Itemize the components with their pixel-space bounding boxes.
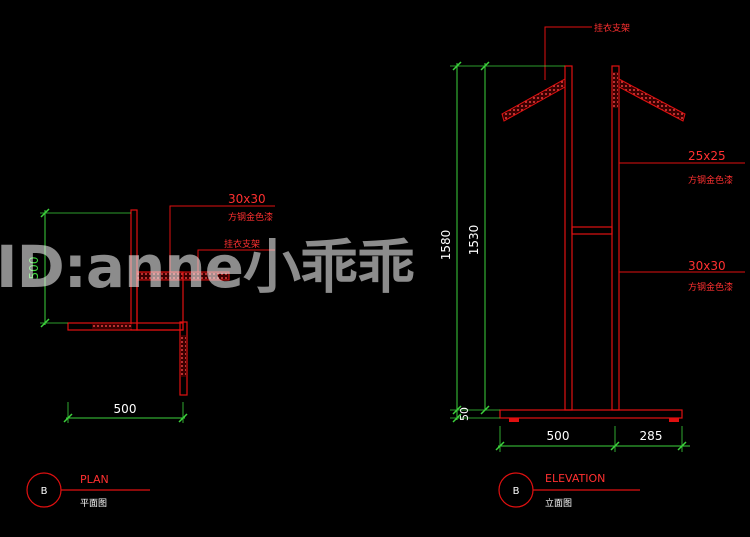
plan-post-bottom — [179, 321, 188, 396]
elev-crossbar — [571, 226, 613, 235]
plan-note-hanger: 挂衣支架 — [224, 238, 260, 250]
elev-foot-left — [509, 418, 519, 422]
plan-title-marker: B — [41, 486, 48, 497]
plan-arm-left — [67, 322, 184, 331]
elev-title-marker: B — [513, 486, 520, 497]
elev-dim-bottom-tick-3 — [677, 441, 687, 451]
elev-dim-tick-4 — [480, 405, 490, 415]
plan-dim-bottom-tick-l — [63, 413, 73, 423]
elev-dim-tick-2 — [480, 61, 490, 71]
plan-title-cn: 平面图 — [80, 498, 107, 509]
elev-dim-tick-5 — [452, 413, 462, 423]
plan-dim-bottom-tick-r — [178, 413, 188, 423]
plan-leader-size — [169, 205, 275, 272]
plan-title-en: PLAN — [80, 473, 109, 486]
elev-dim-tick-3 — [452, 405, 462, 415]
plan-post-top — [130, 209, 138, 331]
plan-square-center — [136, 271, 184, 331]
plan-note-finish: 方钢金色漆 — [228, 211, 273, 223]
plan-arm-left-hatch — [92, 324, 132, 329]
elev-dim-bottom-left: 500 — [547, 429, 570, 443]
elev-hanger-arm-left — [501, 78, 566, 122]
elev-foot-right — [669, 418, 679, 422]
elev-dim-total: 1580 — [439, 230, 453, 261]
elev-title-cn: 立面图 — [545, 497, 572, 509]
plan-leader-hanger — [197, 249, 275, 272]
elev-post-right-hatch — [613, 72, 618, 108]
elev-dim-bottom-tick-1 — [495, 441, 505, 451]
elev-dim-upper: 1530 — [467, 225, 481, 256]
elev-dim-bottom-right: 285 — [640, 429, 663, 443]
plan-dim-left-tick-top — [40, 208, 50, 218]
elevation-view: 1580 1530 50 500 285 挂衣支架 25x25 方钢金色漆 30… — [439, 22, 745, 509]
plan-view: 500 500 30x30 方钢金色漆 挂衣支架 B PLAN 平面图 — [26, 192, 275, 509]
elev-dim-base: 50 — [458, 407, 471, 421]
elev-dim-bottom-tick-2 — [610, 441, 620, 451]
elev-note-size-2: 30x30 — [688, 259, 726, 273]
plan-note-size: 30x30 — [228, 192, 266, 206]
elev-note-finish-2: 方钢金色漆 — [688, 281, 733, 293]
plan-dim-width: 500 — [114, 402, 137, 416]
elev-post-left — [564, 65, 573, 411]
elev-note-finish-1: 方钢金色漆 — [688, 174, 733, 186]
plan-dim-height: 500 — [27, 257, 41, 280]
elev-note-size-1: 25x25 — [688, 149, 726, 163]
elev-hanger-arm-right — [618, 78, 686, 122]
elev-dim-tick-1 — [452, 61, 462, 71]
elev-note-hanger: 挂衣支架 — [594, 22, 630, 34]
elev-leader-hanger — [544, 26, 592, 80]
elev-base — [499, 409, 683, 419]
plan-post-bottom-hatch — [181, 335, 186, 377]
elev-title-en: ELEVATION — [545, 472, 605, 485]
elev-post-right — [611, 65, 620, 411]
plan-dim-left-tick-bot — [40, 318, 50, 328]
